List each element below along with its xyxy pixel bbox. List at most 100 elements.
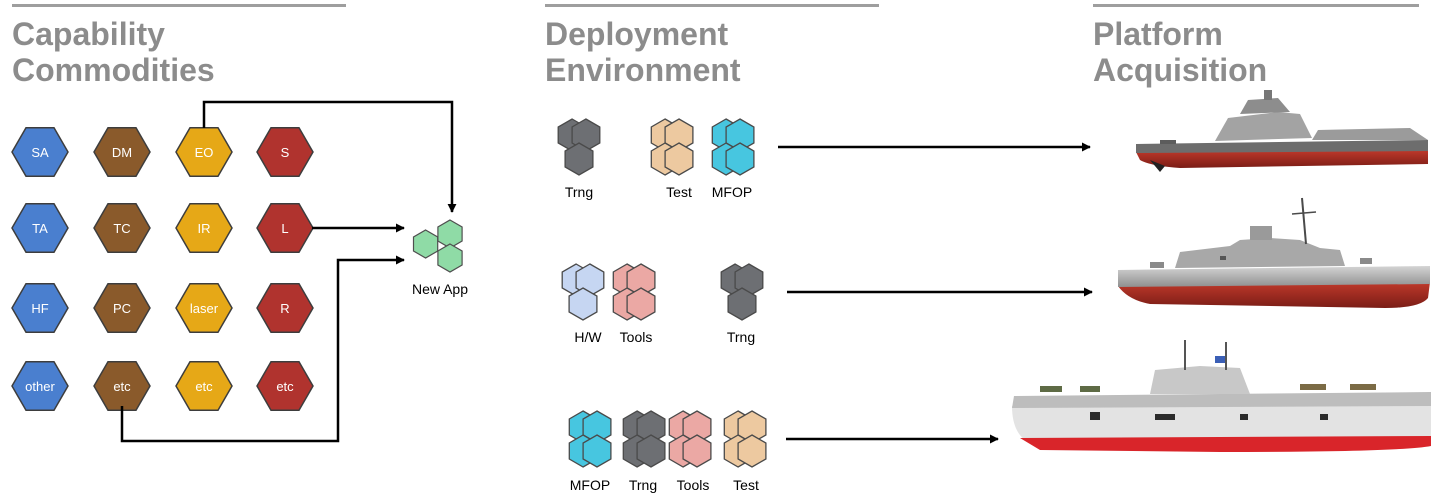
environment-group-tools: Tools bbox=[668, 410, 712, 493]
heading-line-1: Platform bbox=[1093, 16, 1223, 52]
commodity-label: etc bbox=[276, 379, 294, 394]
environment-group-mfop: MFOP bbox=[568, 410, 612, 493]
commodity-hex bbox=[11, 361, 69, 411]
commodity-hex bbox=[175, 361, 233, 411]
new-app-label: New App bbox=[412, 281, 468, 297]
heading-line-2: Environment bbox=[545, 52, 741, 88]
new-app-hex bbox=[437, 243, 463, 273]
divider-deployment bbox=[545, 4, 879, 7]
environment-label: Tools bbox=[620, 329, 653, 345]
commodity-gold-etc: etc bbox=[175, 361, 233, 411]
environment-hex bbox=[636, 434, 666, 468]
divider-capability bbox=[12, 4, 346, 7]
environment-label: Test bbox=[666, 184, 692, 200]
commodity-blue-sa: SA bbox=[11, 127, 69, 177]
environment-hex bbox=[664, 142, 694, 176]
environment-row-3: MFOP Trng Tools Test bbox=[568, 410, 767, 493]
commodity-label: DM bbox=[112, 145, 132, 160]
commodity-label: other bbox=[25, 379, 55, 394]
commodity-brown-pc: PC bbox=[93, 283, 151, 333]
commodity-label: EO bbox=[195, 145, 214, 160]
commodity-label: R bbox=[280, 301, 289, 316]
commodity-hex bbox=[11, 127, 69, 177]
environment-hex bbox=[582, 434, 612, 468]
commodity-hex bbox=[256, 127, 314, 177]
commodity-label: L bbox=[281, 221, 288, 236]
commodity-label: HF bbox=[31, 301, 48, 316]
divider-platform bbox=[1093, 4, 1419, 7]
heading-platform-acquisition: Platform Acquisition bbox=[1093, 16, 1267, 88]
commodity-red-l: L bbox=[256, 203, 314, 253]
commodity-label: TC bbox=[113, 221, 130, 236]
commodity-label: etc bbox=[195, 379, 213, 394]
commodity-hex bbox=[93, 203, 151, 253]
heading-line-2: Acquisition bbox=[1093, 52, 1268, 88]
destroyer-ship-image bbox=[1118, 197, 1430, 308]
commodity-red-r: R bbox=[256, 283, 314, 333]
commodity-hex bbox=[93, 361, 151, 411]
environment-group-trng: Trng bbox=[557, 118, 601, 200]
environment-hex bbox=[682, 434, 712, 468]
heading-line-1: Deployment bbox=[545, 16, 729, 52]
commodity-label: SA bbox=[31, 145, 49, 160]
commodity-hex bbox=[11, 203, 69, 253]
commodity-red-etc: etc bbox=[256, 361, 314, 411]
environment-hex bbox=[626, 287, 656, 321]
environment-hex bbox=[727, 287, 757, 321]
commodity-hex bbox=[256, 203, 314, 253]
commodity-red-s: S bbox=[256, 127, 314, 177]
commodity-label: S bbox=[281, 145, 290, 160]
commodity-hex bbox=[256, 283, 314, 333]
environment-label: Tools bbox=[677, 477, 710, 493]
commodity-gold-laser: laser bbox=[175, 283, 233, 333]
environment-label: Trng bbox=[565, 184, 593, 200]
commodity-gold-eo: EO bbox=[175, 127, 233, 177]
environment-hex bbox=[725, 142, 755, 176]
environment-label: MFOP bbox=[712, 184, 752, 200]
heading-line-1: Capability bbox=[12, 16, 165, 52]
commodity-blue-other: other bbox=[11, 361, 69, 411]
environment-hex bbox=[737, 434, 767, 468]
environment-label: H/W bbox=[574, 329, 602, 345]
commodity-label: TA bbox=[32, 221, 48, 236]
commodity-label: PC bbox=[113, 301, 131, 316]
amphibious-assault-ship-image bbox=[1012, 340, 1431, 452]
commodity-hex bbox=[93, 127, 151, 177]
commodity-gold-ir: IR bbox=[175, 203, 233, 253]
heading-capability-commodities: Capability Commodities bbox=[12, 16, 215, 88]
new-app-hex bbox=[412, 229, 439, 259]
commodity-hex bbox=[175, 127, 233, 177]
commodity-label: IR bbox=[198, 221, 211, 236]
commodity-hex bbox=[256, 361, 314, 411]
commodity-hex bbox=[175, 203, 233, 253]
commodity-hex bbox=[93, 283, 151, 333]
environment-hex bbox=[568, 287, 598, 321]
environment-label: Test bbox=[733, 477, 759, 493]
commodity-hex bbox=[11, 283, 69, 333]
commodity-blue-ta: TA bbox=[11, 203, 69, 253]
environment-hex bbox=[564, 142, 594, 176]
heading-line-2: Commodities bbox=[12, 52, 215, 88]
heading-deployment-environment: Deployment Environment bbox=[545, 16, 741, 88]
environment-group-mfop: MFOP bbox=[711, 118, 755, 200]
commodity-brown-etc: etc bbox=[93, 361, 151, 411]
environment-group-test: Test bbox=[650, 118, 694, 200]
commodity-label: laser bbox=[190, 301, 219, 316]
environment-group-tools: Tools bbox=[612, 263, 656, 345]
connector-etc-to-new-app bbox=[120, 255, 405, 443]
destroyer-stealth-ship-image bbox=[1136, 90, 1428, 172]
connectors bbox=[120, 100, 457, 443]
environment-group-trng: Trng bbox=[720, 263, 764, 345]
environment-label: Trng bbox=[629, 477, 657, 493]
environment-group-hw: H/W bbox=[561, 263, 605, 345]
environment-row-2: H/W Tools Trng bbox=[561, 263, 764, 345]
commodity-brown-dm: DM bbox=[93, 127, 151, 177]
new-app-cluster: New App bbox=[412, 219, 468, 297]
environment-label: MFOP bbox=[570, 477, 610, 493]
commodity-brown-tc: TC bbox=[93, 203, 151, 253]
commodity-hex bbox=[175, 283, 233, 333]
environment-row-1: Trng Test MFOP bbox=[557, 118, 755, 200]
